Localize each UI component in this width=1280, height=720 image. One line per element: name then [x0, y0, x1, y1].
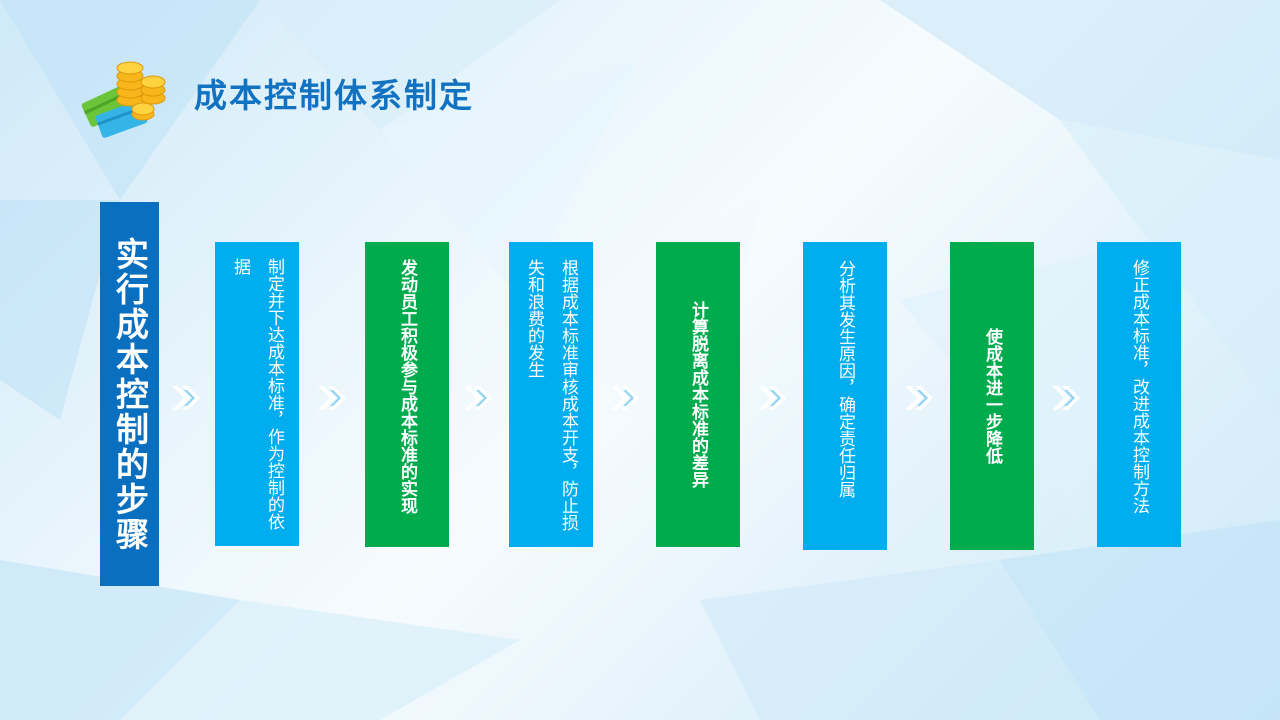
double-chevron-right-icon	[1052, 386, 1080, 410]
flow-step-4: 计算脱离成本标准的差异	[656, 242, 740, 547]
flow-step-1: 制定并下达成本标准，作为控制的依据	[215, 242, 299, 546]
double-chevron-right-icon	[318, 386, 346, 410]
flow-main-label: 实行成本控制的步骤	[110, 236, 150, 552]
flow-step-label: 根据成本标准审核成本开支，防止损失和浪费的发生	[524, 258, 578, 531]
flow-step-label: 修正成本标准，改进成本控制方法	[1129, 258, 1149, 514]
slide-header: 成本控制体系制定	[80, 48, 474, 138]
double-chevron-right-icon	[611, 386, 639, 410]
coins-and-cards-icon	[80, 48, 180, 138]
flow-step-label: 发动员工积极参与成本标准的实现	[397, 258, 417, 514]
flow-step-2: 发动员工积极参与成本标准的实现	[365, 242, 449, 547]
double-chevron-right-icon	[172, 386, 200, 410]
flow-step-3: 根据成本标准审核成本开支，防止损失和浪费的发生	[509, 242, 593, 547]
flow-step-label: 分析其发生原因，确定责任归属	[835, 260, 855, 498]
double-chevron-right-icon	[905, 386, 933, 410]
slide-title: 成本控制体系制定	[194, 76, 474, 115]
flow-step-label: 计算脱离成本标准的差异	[688, 301, 708, 488]
flow-step-label: 制定并下达成本标准，作为控制的依据	[230, 258, 284, 530]
double-chevron-right-icon	[758, 386, 786, 410]
double-chevron-right-icon	[464, 386, 492, 410]
flow-step-5: 分析其发生原因，确定责任归属	[803, 242, 887, 550]
flow-step-6: 使成本进一步降低	[950, 242, 1034, 550]
flow-step-label: 使成本进一步降低	[982, 328, 1002, 464]
flow-main-label-box: 实行成本控制的步骤	[100, 202, 159, 586]
flow-step-7: 修正成本标准，改进成本控制方法	[1097, 242, 1181, 547]
